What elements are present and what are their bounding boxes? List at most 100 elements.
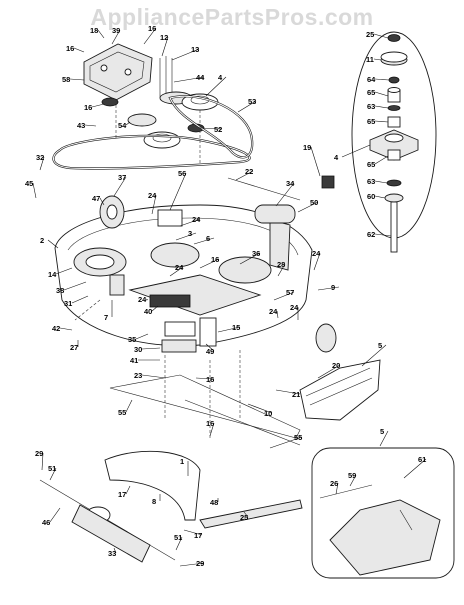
deck-bracket-41 (161, 339, 197, 353)
callout-i62: 62 (367, 230, 375, 239)
callout-c21: 21 (292, 390, 300, 399)
leader-line-c22 (235, 170, 254, 181)
callout-c4a: 4 (218, 73, 223, 82)
blades-baffles (104, 374, 303, 529)
leader-line-c53 (237, 100, 257, 113)
callout-c24e: 24 (138, 295, 147, 304)
callout-c43: 43 (77, 121, 85, 130)
leader-line-c18 (97, 29, 105, 39)
leader-line-c21 (275, 389, 301, 395)
callout-i4: 4 (334, 153, 339, 162)
leader-line-c61 (403, 458, 427, 479)
callout-c45: 45 (25, 179, 33, 188)
deck-bracket-30 (164, 321, 196, 337)
leader-line-c24c (169, 266, 184, 277)
leader-line-c16b (143, 27, 157, 45)
callout-c38: 38 (56, 286, 64, 295)
spindle-bearing-lower (387, 149, 401, 161)
callout-c57: 57 (286, 288, 294, 297)
callout-i65a: 65 (367, 88, 375, 97)
leader-line-c57 (273, 291, 295, 301)
spindle-washer (388, 76, 400, 84)
callout-c44: 44 (196, 73, 205, 82)
clip-19 (321, 175, 335, 189)
leader-line-c2 (47, 239, 59, 249)
callout-c6: 6 (206, 234, 210, 243)
leader-line-c16a (73, 47, 85, 53)
spindle-spacer (387, 105, 401, 111)
roller-34 (254, 204, 296, 224)
leader-line-c24d (313, 252, 321, 271)
leader-line-c10 (247, 403, 273, 414)
callout-c25b: 25 (240, 513, 248, 522)
callout-i65b: 65 (367, 117, 375, 126)
spindle-lower-spacer (386, 179, 402, 187)
callout-c12: 12 (160, 33, 168, 42)
deck-bracket-40 (149, 294, 191, 308)
callout-c61: 61 (418, 455, 426, 464)
pulley-center (143, 131, 181, 149)
leader-line-i11 (373, 58, 382, 61)
callout-c16a: 16 (66, 44, 74, 53)
leader-line-i60 (374, 195, 386, 199)
leader-line-c49 (205, 343, 215, 352)
leader-line-c5b (379, 430, 389, 447)
leader-line-c17a (125, 485, 131, 495)
callout-c26: 26 (330, 479, 338, 488)
callout-i63b: 63 (367, 177, 375, 186)
callout-c55b: 55 (294, 433, 302, 442)
leader-line-c51a (49, 467, 57, 481)
leader-line-c16c (91, 103, 105, 108)
deck-opening-center (150, 242, 200, 268)
callout-c33: 33 (108, 549, 116, 558)
leader-line-c5a (361, 344, 387, 367)
callout-c24a: 24 (148, 191, 157, 200)
leader-line-c26 (335, 482, 339, 495)
callout-c16e: 16 (206, 375, 214, 384)
callout-c29a: 29 (35, 449, 43, 458)
leader-line-c33 (113, 547, 117, 554)
callout-c5b: 5 (380, 427, 384, 436)
leader-line-c24b (179, 218, 201, 227)
callout-c19: 19 (303, 143, 311, 152)
blade-48 (199, 499, 303, 529)
leader-line-c51b (175, 536, 183, 551)
callout-c16f: 16 (206, 419, 214, 428)
leader-line-c29a (41, 452, 44, 471)
callout-c39: 39 (112, 26, 120, 35)
callout-c15: 15 (232, 323, 240, 332)
leader-line-c34 (275, 182, 295, 207)
callout-c29b: 29 (196, 559, 204, 568)
leader-line-i4 (341, 144, 371, 158)
leader-line-c23 (141, 374, 167, 379)
inset-bracket-26 (319, 484, 373, 499)
callout-c17a: 17 (118, 490, 126, 499)
callout-c50: 50 (310, 198, 318, 207)
leader-line-c32 (39, 156, 45, 171)
callout-c27: 27 (70, 343, 78, 352)
leader-line-i65c (374, 155, 389, 165)
spindle-housing (369, 129, 419, 161)
leader-line-i64 (374, 78, 390, 81)
leader-line-c29b (179, 562, 205, 567)
leader-line-c56 (169, 172, 187, 211)
leader-line-c58 (69, 78, 85, 81)
callout-c48: 48 (210, 498, 218, 507)
callout-c9: 9 (331, 283, 335, 292)
leader-line-c37 (113, 176, 127, 197)
watermark: AppliancePartsPros.com (90, 4, 374, 30)
discharge-chute (299, 359, 381, 421)
callout-c13: 13 (191, 45, 199, 54)
mower-deck (54, 204, 313, 353)
leader-line-c20 (317, 364, 341, 379)
leader-line-c46 (49, 507, 61, 523)
callout-c56: 56 (178, 169, 186, 178)
callout-c24b: 24 (192, 215, 201, 224)
leader-line-c43 (84, 124, 97, 127)
callout-i25: 25 (366, 30, 374, 39)
callout-c32: 32 (36, 153, 44, 162)
callout-c16d: 16 (211, 255, 219, 264)
leader-line-c52 (199, 127, 223, 130)
leader-line-c16f (209, 422, 215, 437)
